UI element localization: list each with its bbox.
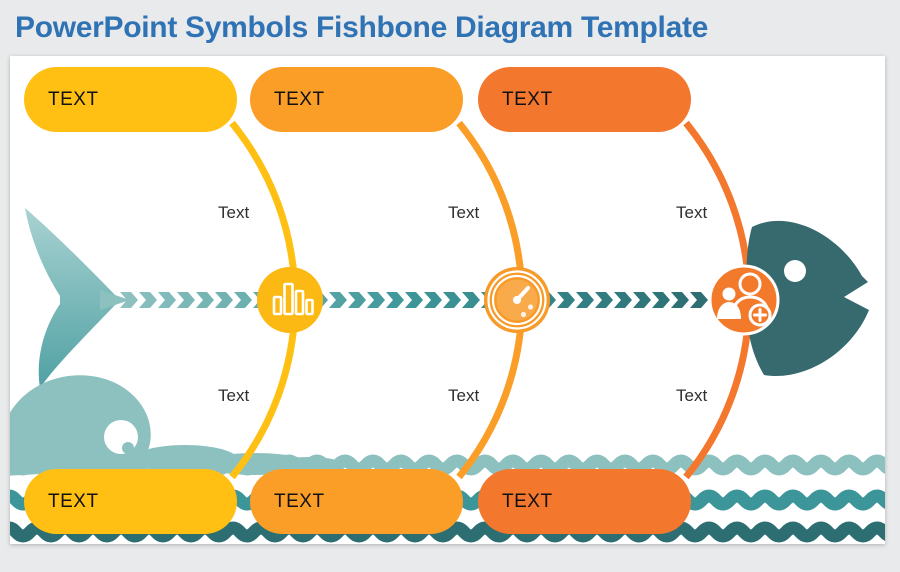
top-branch-label-2[interactable]: Text — [448, 203, 480, 222]
bottom-box-2[interactable]: TEXT — [250, 469, 463, 534]
bottom-branch-label-3[interactable]: Text — [676, 386, 708, 405]
slide: TEXT TEXT TEXT TEXT TEXT TEXT Text Text … — [10, 56, 885, 544]
top-branch-label-1[interactable]: Text — [218, 203, 250, 222]
fish-tail-icon — [25, 208, 116, 388]
top-branch-label-3[interactable]: Text — [676, 203, 708, 222]
gauge-icon — [484, 267, 550, 333]
bar-chart-icon — [257, 267, 323, 333]
top-box-1[interactable]: TEXT — [24, 67, 237, 132]
page-title: PowerPoint Symbols Fishbone Diagram Temp… — [15, 11, 709, 44]
top-box-2[interactable]: TEXT — [250, 67, 463, 132]
spine-chevrons-icon — [120, 292, 708, 308]
bottom-branch-label-2[interactable]: Text — [448, 386, 480, 405]
fishbone-art — [10, 120, 885, 543]
fish-head-icon — [746, 220, 869, 377]
add-user-icon — [708, 264, 780, 336]
bottom-branch-label-1[interactable]: Text — [218, 386, 250, 405]
bottom-box-1[interactable]: TEXT — [24, 469, 237, 534]
bottom-box-3[interactable]: TEXT — [478, 469, 691, 534]
fish-eye — [784, 260, 806, 282]
spine-taper — [100, 290, 130, 310]
top-box-3[interactable]: TEXT — [478, 67, 691, 132]
